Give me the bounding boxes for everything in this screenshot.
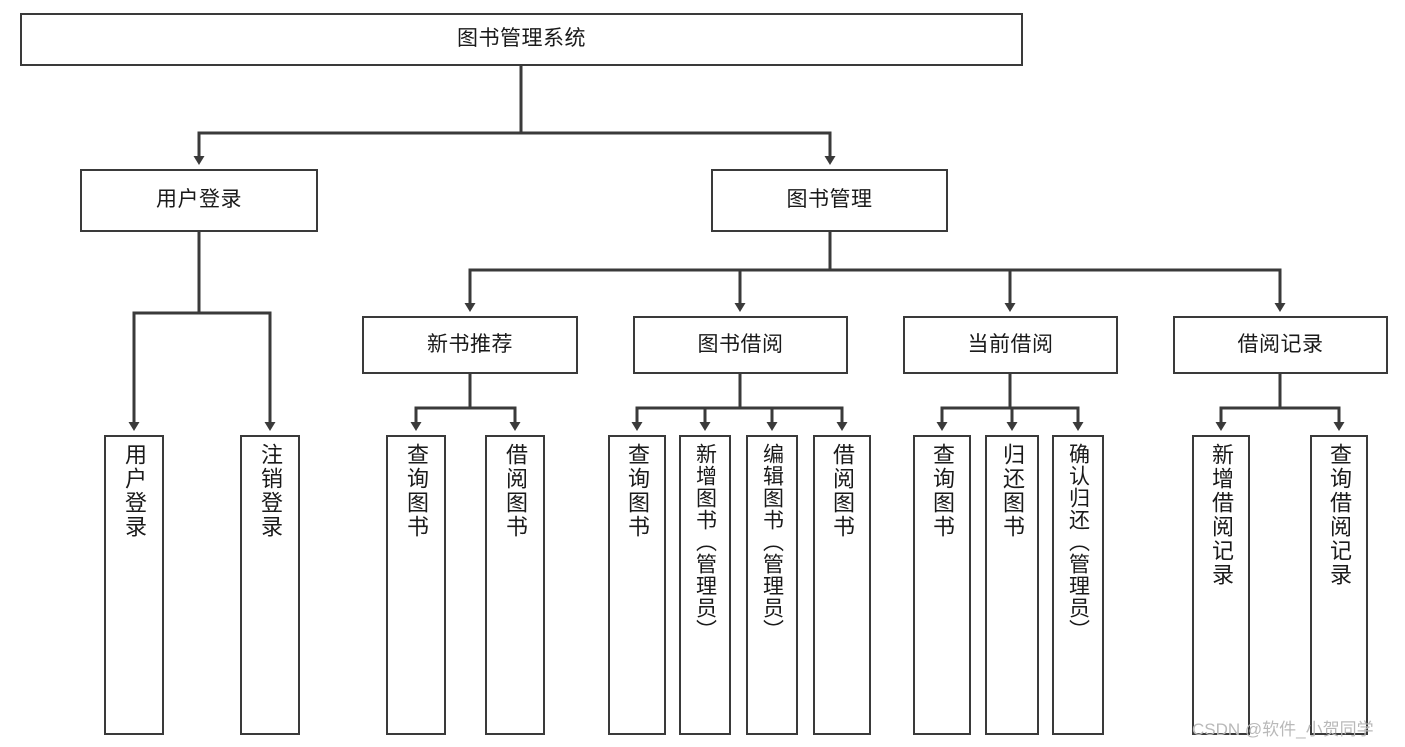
node-leaf-query-book-1-label: 查询图书 xyxy=(404,443,429,539)
node-book-manage[interactable]: 图书管理 xyxy=(711,169,948,232)
watermark-text: CSDN @软件_小贺同学 xyxy=(1192,720,1374,739)
node-user-login[interactable]: 用户登录 xyxy=(80,169,318,232)
node-leaf-query-book-2[interactable]: 查询图书 xyxy=(608,435,666,735)
node-book-borrow[interactable]: 图书借阅 xyxy=(633,316,848,374)
node-leaf-confirm-return-admin-label: 确认归还（管理员） xyxy=(1066,443,1090,641)
node-borrow-record[interactable]: 借阅记录 xyxy=(1173,316,1388,374)
node-user-login-label: 用户登录 xyxy=(156,188,242,212)
node-leaf-borrow-book-2[interactable]: 借阅图书 xyxy=(813,435,871,735)
node-root-label: 图书管理系统 xyxy=(457,27,586,51)
node-leaf-user-login[interactable]: 用户登录 xyxy=(104,435,164,735)
node-leaf-add-book-admin-label: 新增图书（管理员） xyxy=(693,443,717,641)
node-current-borrow-label: 当前借阅 xyxy=(967,332,1054,356)
node-leaf-return-book-label: 归还图书 xyxy=(1000,443,1025,539)
node-leaf-edit-book-admin-label: 编辑图书（管理员） xyxy=(760,443,784,641)
node-leaf-borrow-book-1[interactable]: 借阅图书 xyxy=(485,435,545,735)
node-leaf-query-borrow-record[interactable]: 查询借阅记录 xyxy=(1310,435,1368,735)
node-leaf-query-book-3-label: 查询图书 xyxy=(930,443,955,539)
node-borrow-record-label: 借阅记录 xyxy=(1237,332,1324,356)
node-leaf-query-borrow-record-label: 查询借阅记录 xyxy=(1327,443,1352,587)
node-current-borrow[interactable]: 当前借阅 xyxy=(903,316,1118,374)
node-leaf-query-book-2-label: 查询图书 xyxy=(625,443,650,539)
node-book-manage-label: 图书管理 xyxy=(786,188,873,212)
node-new-book-recommend[interactable]: 新书推荐 xyxy=(362,316,578,374)
node-leaf-logout-label: 注销登录 xyxy=(258,443,283,539)
node-book-borrow-label: 图书借阅 xyxy=(697,332,784,356)
node-leaf-confirm-return-admin[interactable]: 确认归还（管理员） xyxy=(1052,435,1104,735)
node-leaf-borrow-book-2-label: 借阅图书 xyxy=(830,443,855,539)
node-leaf-add-borrow-record[interactable]: 新增借阅记录 xyxy=(1192,435,1250,735)
node-root[interactable]: 图书管理系统 xyxy=(20,13,1023,66)
node-leaf-add-borrow-record-label: 新增借阅记录 xyxy=(1209,443,1234,587)
node-leaf-edit-book-admin[interactable]: 编辑图书（管理员） xyxy=(746,435,798,735)
node-new-book-recommend-label: 新书推荐 xyxy=(427,332,513,356)
node-leaf-user-login-label: 用户登录 xyxy=(122,443,147,539)
node-leaf-query-book-1[interactable]: 查询图书 xyxy=(386,435,446,735)
node-leaf-query-book-3[interactable]: 查询图书 xyxy=(913,435,971,735)
node-leaf-logout[interactable]: 注销登录 xyxy=(240,435,300,735)
node-leaf-borrow-book-1-label: 借阅图书 xyxy=(503,443,528,539)
node-leaf-return-book[interactable]: 归还图书 xyxy=(985,435,1039,735)
node-leaf-add-book-admin[interactable]: 新增图书（管理员） xyxy=(679,435,731,735)
